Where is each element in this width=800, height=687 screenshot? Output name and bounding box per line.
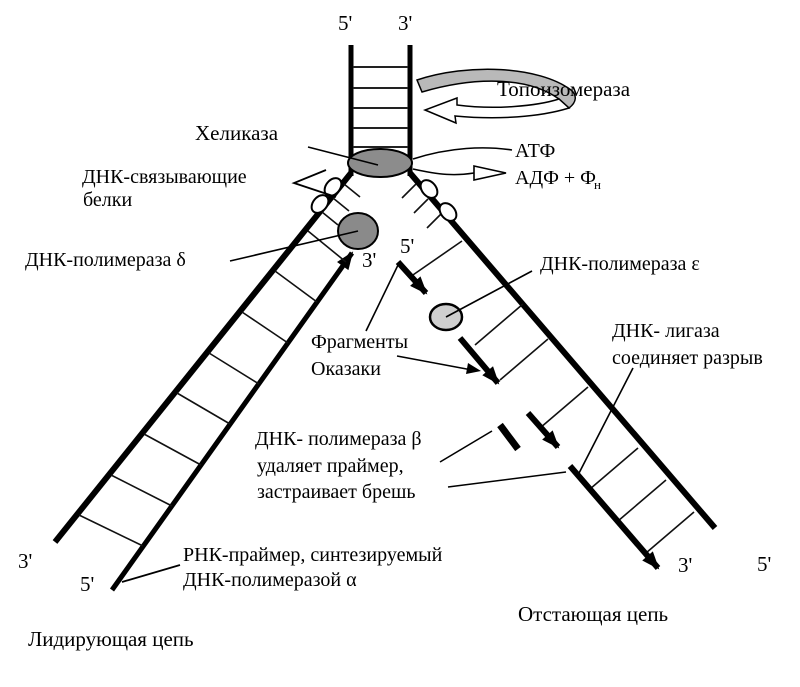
label-ligase-line1: ДНК- лигаза — [612, 320, 720, 342]
label-leading-strand: Лидирующая цепь — [28, 627, 194, 651]
adp-pointer-line — [412, 168, 475, 176]
pol-beta-pointer-line-1 — [439, 430, 493, 463]
label-pol-beta-line3: застраивает брешь — [257, 481, 415, 503]
label-okazaki-line2: Оказаки — [311, 358, 381, 380]
atp-pointer-line — [412, 147, 513, 160]
label-adp-subscript: н — [594, 177, 601, 192]
label-pol-beta-line1: ДНК- полимераза β — [255, 428, 422, 450]
leading-ladder-rungs — [78, 230, 347, 547]
label-pol-epsilon: ДНК-полимераза ε — [540, 253, 700, 275]
okazaki-fragment-2 — [457, 336, 501, 385]
label-okazaki-line1: Фрагменты — [311, 331, 408, 353]
leading-template-strand — [52, 171, 354, 544]
okazaki-pointer-line-1 — [365, 262, 400, 332]
label-rna-primer-line2: ДНК-полимеразой α — [183, 569, 357, 591]
label-ligase-line2: соединяет разрыв — [612, 347, 763, 369]
label-bottom-left-3-prime: 3' — [18, 549, 32, 573]
okazaki-pointer-line-2 — [396, 355, 473, 371]
label-bottom-right-5-prime: 5' — [757, 552, 771, 576]
label-okazaki-5-prime: 5' — [400, 234, 414, 258]
label-bottom-left-5-prime: 5' — [80, 572, 94, 596]
dna-binding-proteins-pointer — [291, 169, 337, 198]
label-adp: АДФ + Ф — [515, 167, 596, 189]
helicase-pointer-line — [307, 146, 379, 166]
label-bottom-right-3-prime: 3' — [678, 553, 692, 577]
ssb-protein — [310, 194, 330, 214]
rna-primer-pointer-line — [121, 564, 181, 583]
ssb-protein — [438, 202, 458, 222]
label-lagging-strand: Отстающая цепь — [518, 602, 668, 626]
pol-delta-pointer-line — [229, 230, 359, 262]
label-rna-primer-line1: РНК-праймер, синтезируемый — [183, 544, 443, 566]
topoisomerase-arrow-band — [415, 68, 576, 109]
leading-template-base-stubs — [321, 183, 361, 226]
lagging-template-strand — [407, 171, 718, 530]
leading-new-strand — [109, 251, 355, 592]
lagging-template-base-stubs — [401, 183, 442, 229]
label-leading-3-prime: 3' — [362, 248, 376, 272]
helicase-protein — [347, 148, 413, 178]
okazaki-fragment-3 — [525, 411, 561, 449]
label-helicase: Хеликаза — [195, 121, 279, 145]
adp-open-arrowhead — [473, 165, 507, 181]
lagging-ladder-rungs — [409, 240, 695, 554]
okazaki-fragment-1 — [395, 259, 429, 296]
label-dna-binding-line1: ДНК-связывающие — [82, 166, 247, 188]
label-pol-delta: ДНК-полимераза δ — [25, 249, 186, 271]
okazaki-pointer-arrowhead — [466, 363, 481, 374]
pol-beta-pointer-line-2 — [447, 471, 567, 488]
topoisomerase-arrow-return — [422, 96, 571, 125]
rna-primer-segment — [497, 422, 521, 452]
ligase-pointer-line — [576, 367, 634, 478]
label-pol-beta-line2: удаляет праймер, — [257, 455, 404, 477]
label-atp: АТФ — [515, 140, 555, 162]
label-top-5-prime: 5' — [338, 11, 352, 35]
ssb-protein — [419, 179, 439, 199]
okazaki-fragment-4 — [567, 464, 661, 570]
label-dna-binding-line2: белки — [83, 189, 132, 211]
parent-duplex-rungs — [353, 66, 408, 148]
label-topoisomerase: Топоизомераза — [497, 77, 631, 101]
label-top-3-prime: 3' — [398, 11, 412, 35]
pol-epsilon-pointer-line — [445, 270, 533, 318]
